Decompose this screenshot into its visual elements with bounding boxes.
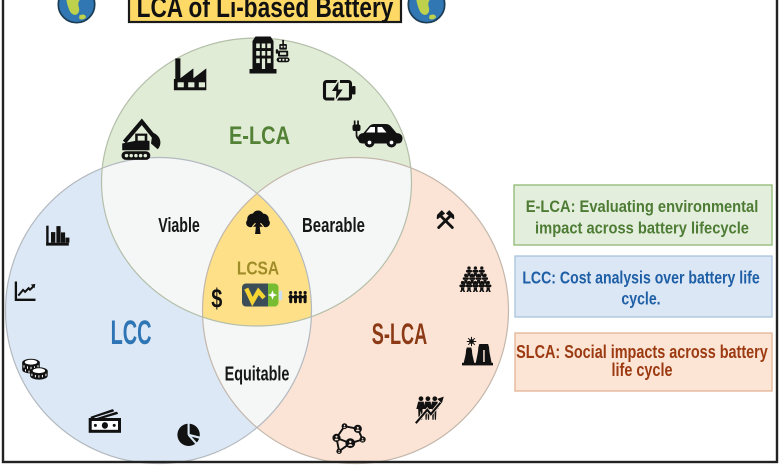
- svg-text:LCC: Cost analysis over batter: LCC: Cost analysis over battery life: [522, 269, 760, 288]
- svg-text:Equitable: Equitable: [225, 362, 290, 385]
- svg-text:$: $: [211, 284, 222, 313]
- svg-text:LCSA: LCSA: [237, 258, 279, 279]
- svg-text:Viable: Viable: [158, 214, 200, 237]
- svg-text:LCC: LCC: [111, 313, 152, 351]
- svg-text:Bearable: Bearable: [302, 214, 365, 237]
- svg-text:E-LCA: E-LCA: [229, 122, 290, 150]
- svg-text:life cycle: life cycle: [612, 359, 673, 380]
- svg-text:cycle.: cycle.: [621, 290, 660, 309]
- svg-text:E-LCA: Evaluating environmenta: E-LCA: Evaluating environmental: [526, 198, 759, 216]
- svg-text:S-LCA: S-LCA: [372, 319, 428, 352]
- svg-text:impact across battery lifecycl: impact across battery lifecycle: [535, 220, 749, 238]
- svg-text:LCA of Li-based Battery: LCA of Li-based Battery: [137, 0, 394, 24]
- svg-text:SLCA: Social impacts across ba: SLCA: Social impacts across battery: [516, 341, 768, 362]
